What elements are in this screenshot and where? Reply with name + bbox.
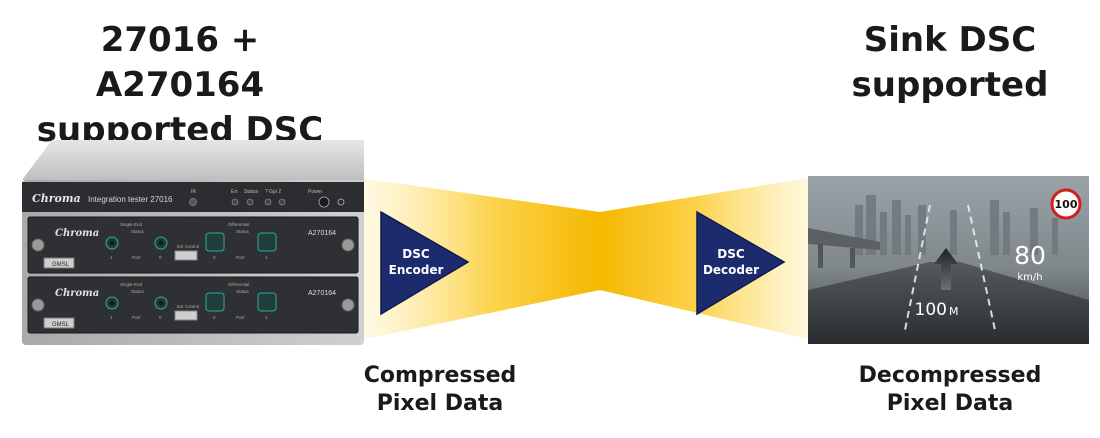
thumbscrew-icon	[341, 298, 355, 312]
thumbscrew-icon	[341, 238, 355, 252]
gpi1-led-icon	[264, 198, 272, 206]
decoder-label-line1: DSC	[717, 247, 745, 261]
single-end-label: Single-End	[120, 222, 143, 227]
compressed-beam-left	[360, 178, 600, 340]
ext-control-label: Ext Control	[177, 244, 199, 249]
differential-label: Differential	[228, 282, 249, 287]
power-label: Power	[308, 189, 323, 195]
gmsl-label: GMSL	[52, 322, 70, 328]
speed-unit: km/h	[1017, 272, 1042, 283]
module-1: Chroma A270164 Single-End Differential S…	[27, 216, 359, 274]
ext-control-port-icon	[174, 250, 198, 261]
integration-tester-device: Chroma Integration tester 27016 IR Err S…	[22, 140, 364, 345]
encoder-label-line1: DSC	[402, 247, 430, 261]
distance-unit: M	[949, 305, 959, 318]
port-number: 1	[265, 315, 268, 320]
gmsl-tag	[43, 257, 75, 269]
device-model-label: Integration tester 27016	[88, 195, 173, 204]
power-icon	[337, 198, 345, 206]
right-title: Sink DSC supported	[800, 18, 1100, 108]
port-number: 0	[213, 315, 216, 320]
thumbscrew-icon	[31, 298, 45, 312]
decompressed-caption-line2: Pixel Data	[886, 391, 1014, 416]
diff-status-label: Status	[236, 229, 250, 234]
gpi-label: ? Gpi 2	[265, 189, 281, 195]
single-port-label: Port	[132, 315, 141, 320]
port-number: 0	[159, 255, 162, 260]
speed-limit-sign-icon	[1050, 188, 1082, 220]
fakra-connector-icon	[257, 292, 277, 312]
device-brand-logo: Chroma	[32, 192, 81, 205]
module-2: Chroma A270164 Single-End Differential S…	[27, 276, 359, 334]
fakra-connector-icon	[257, 232, 277, 252]
compressed-caption-line2: Pixel Data	[376, 391, 504, 416]
compressed-caption-line1: Compressed	[363, 363, 517, 388]
gmsl-label: GMSL	[52, 262, 70, 268]
speed-value: 80	[1014, 241, 1046, 270]
status-led-icon	[246, 198, 254, 206]
single-status-label: Status	[131, 229, 145, 234]
module-brand-logo: Chroma	[55, 228, 99, 239]
diff-port-label: Port	[236, 315, 245, 320]
port-number: 1	[110, 255, 113, 260]
module-name-label: A270164	[308, 230, 336, 237]
module-brand-logo: Chroma	[55, 288, 99, 299]
ir-label: IR	[191, 189, 196, 195]
ir-sensor-icon	[189, 198, 197, 206]
port-number: 0	[159, 315, 162, 320]
single-status-label: Status	[131, 289, 145, 294]
single-port-label: Port	[132, 255, 141, 260]
decompressed-caption: Decompressed Pixel Data	[840, 362, 1060, 418]
right-title-line1: Sink DSC	[863, 20, 1037, 60]
left-title-line1: 27016 + A270164	[95, 20, 265, 105]
decoder-label-line2: Decoder	[703, 263, 759, 277]
compressed-caption: Compressed Pixel Data	[340, 362, 540, 418]
single-end-label: Single-End	[120, 282, 143, 287]
gmsl-tag	[43, 317, 75, 329]
diff-status-label: Status	[236, 289, 250, 294]
decompressed-caption-line1: Decompressed	[858, 363, 1042, 388]
port-number: 1	[265, 255, 268, 260]
err-led-icon	[231, 198, 239, 206]
fakra-connector-icon	[205, 292, 225, 312]
diff-port-label: Port	[236, 255, 245, 260]
port-number: 1	[110, 315, 113, 320]
thumbscrew-icon	[31, 238, 45, 252]
hud-display: 100 80 km/h 100 M	[808, 176, 1089, 344]
navigation-arrow-icon	[934, 248, 958, 290]
differential-label: Differential	[228, 222, 249, 227]
speed-limit-value: 100	[1055, 198, 1078, 211]
encoder-label-line2: Encoder	[389, 263, 444, 277]
power-button[interactable]	[318, 196, 330, 208]
dsc-decoder-triangle	[696, 210, 786, 316]
err-label: Err	[231, 189, 238, 195]
module-name-label: A270164	[308, 290, 336, 297]
status-label: Status	[244, 189, 259, 195]
gpi2-led-icon	[278, 198, 286, 206]
fakra-connector-icon	[205, 232, 225, 252]
right-title-line2: supported	[851, 65, 1049, 105]
lane-guide-lines	[904, 204, 996, 331]
distance-value: 100	[915, 300, 947, 320]
port-number: 0	[213, 255, 216, 260]
ext-control-port-icon	[174, 310, 198, 321]
dsc-encoder-triangle	[380, 210, 470, 316]
ext-control-label: Ext Control	[177, 304, 199, 309]
